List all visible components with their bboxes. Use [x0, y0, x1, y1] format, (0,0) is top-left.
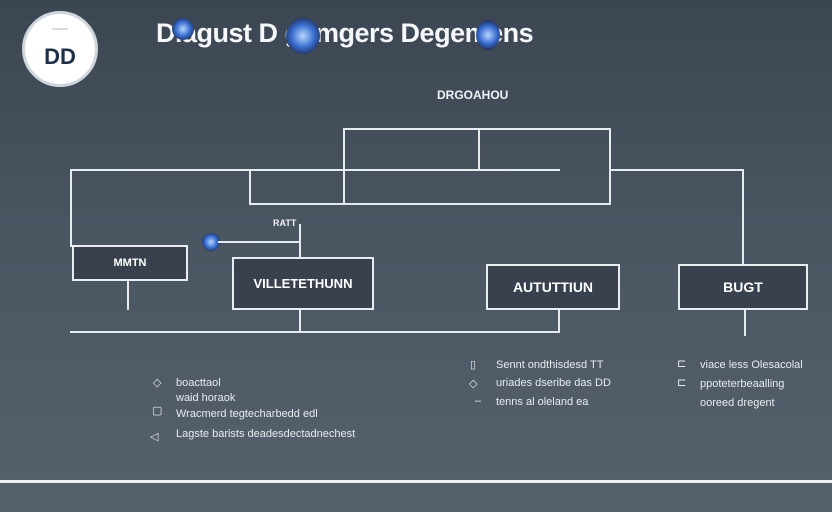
legend-item: boacttaol: [176, 377, 221, 389]
page-title: Diagust D gemgers Degemens: [156, 18, 534, 48]
connector-line: [70, 169, 560, 171]
connector-line: [299, 308, 301, 332]
connector-line: [70, 169, 72, 247]
logo-small-text: ········: [52, 27, 68, 33]
connector-line: [611, 169, 744, 171]
legend-item: tenns al oleland ea: [496, 396, 589, 408]
node-box-automation-label: AUTUTTIUN: [512, 279, 594, 295]
bottom-divider: [0, 480, 832, 483]
connector-line: [70, 331, 560, 333]
connector-line: [343, 128, 611, 130]
logo: ········ DD: [22, 11, 98, 87]
legend-item: Lagste barists deadesdectadnechest: [176, 428, 356, 440]
legend-item: Sennt ondthisdesd TT: [496, 359, 604, 371]
connector-line: [218, 241, 300, 243]
legend-item: uriades dseribe das DD: [496, 377, 611, 389]
node-box-bugt: BUGT: [678, 264, 808, 310]
dash-icon: –: [475, 395, 482, 407]
node-box-left: MMTN: [72, 245, 188, 281]
legend-item: viace less Olesacolal: [700, 359, 803, 371]
connector-line: [249, 203, 611, 205]
diamond-icon: ◇: [469, 378, 478, 390]
rectangle-icon: ▯: [470, 359, 477, 371]
node-box-middle: VILLETETHUNN: [232, 257, 374, 310]
connector-line: [744, 309, 746, 336]
legend-item: ppoteterbeaalling: [700, 378, 785, 390]
connector-line: [558, 308, 560, 333]
node-box-middle-label: VILLETETHUNN: [253, 276, 353, 291]
title-glow-icon: [286, 18, 320, 54]
connector-line: [299, 224, 301, 258]
node-box-automation: AUTUTTIUN: [486, 264, 620, 310]
bracket-icon: ⊏: [677, 377, 687, 389]
node-box-left-label: MMTN: [113, 257, 147, 269]
connector-line: [249, 169, 251, 205]
connector-line: [609, 128, 611, 205]
triangle-icon: ◁: [150, 431, 159, 443]
legend-item: waid horaok: [176, 392, 236, 404]
title-glow-icon: [172, 18, 194, 40]
diagram-top-label: DRGOAHOU: [437, 88, 509, 102]
connector-line: [478, 128, 480, 170]
title-glow-icon: [476, 20, 500, 50]
diamond-icon: ◇: [153, 377, 162, 389]
diagram-small-label: RATT: [273, 218, 297, 228]
legend-item: Wracmerd tegtecharbedd edl: [176, 408, 318, 420]
node-glow-icon: [202, 233, 220, 251]
legend-item: ooreed dregent: [700, 397, 775, 409]
logo-initials: DD: [44, 44, 76, 69]
node-box-bugt-label: BUGT: [723, 279, 763, 295]
connector-line: [127, 280, 129, 310]
bracket-icon: ⊏: [677, 358, 687, 370]
connector-line: [742, 169, 744, 265]
square-icon: ▢: [152, 405, 163, 417]
connector-line: [343, 128, 345, 205]
